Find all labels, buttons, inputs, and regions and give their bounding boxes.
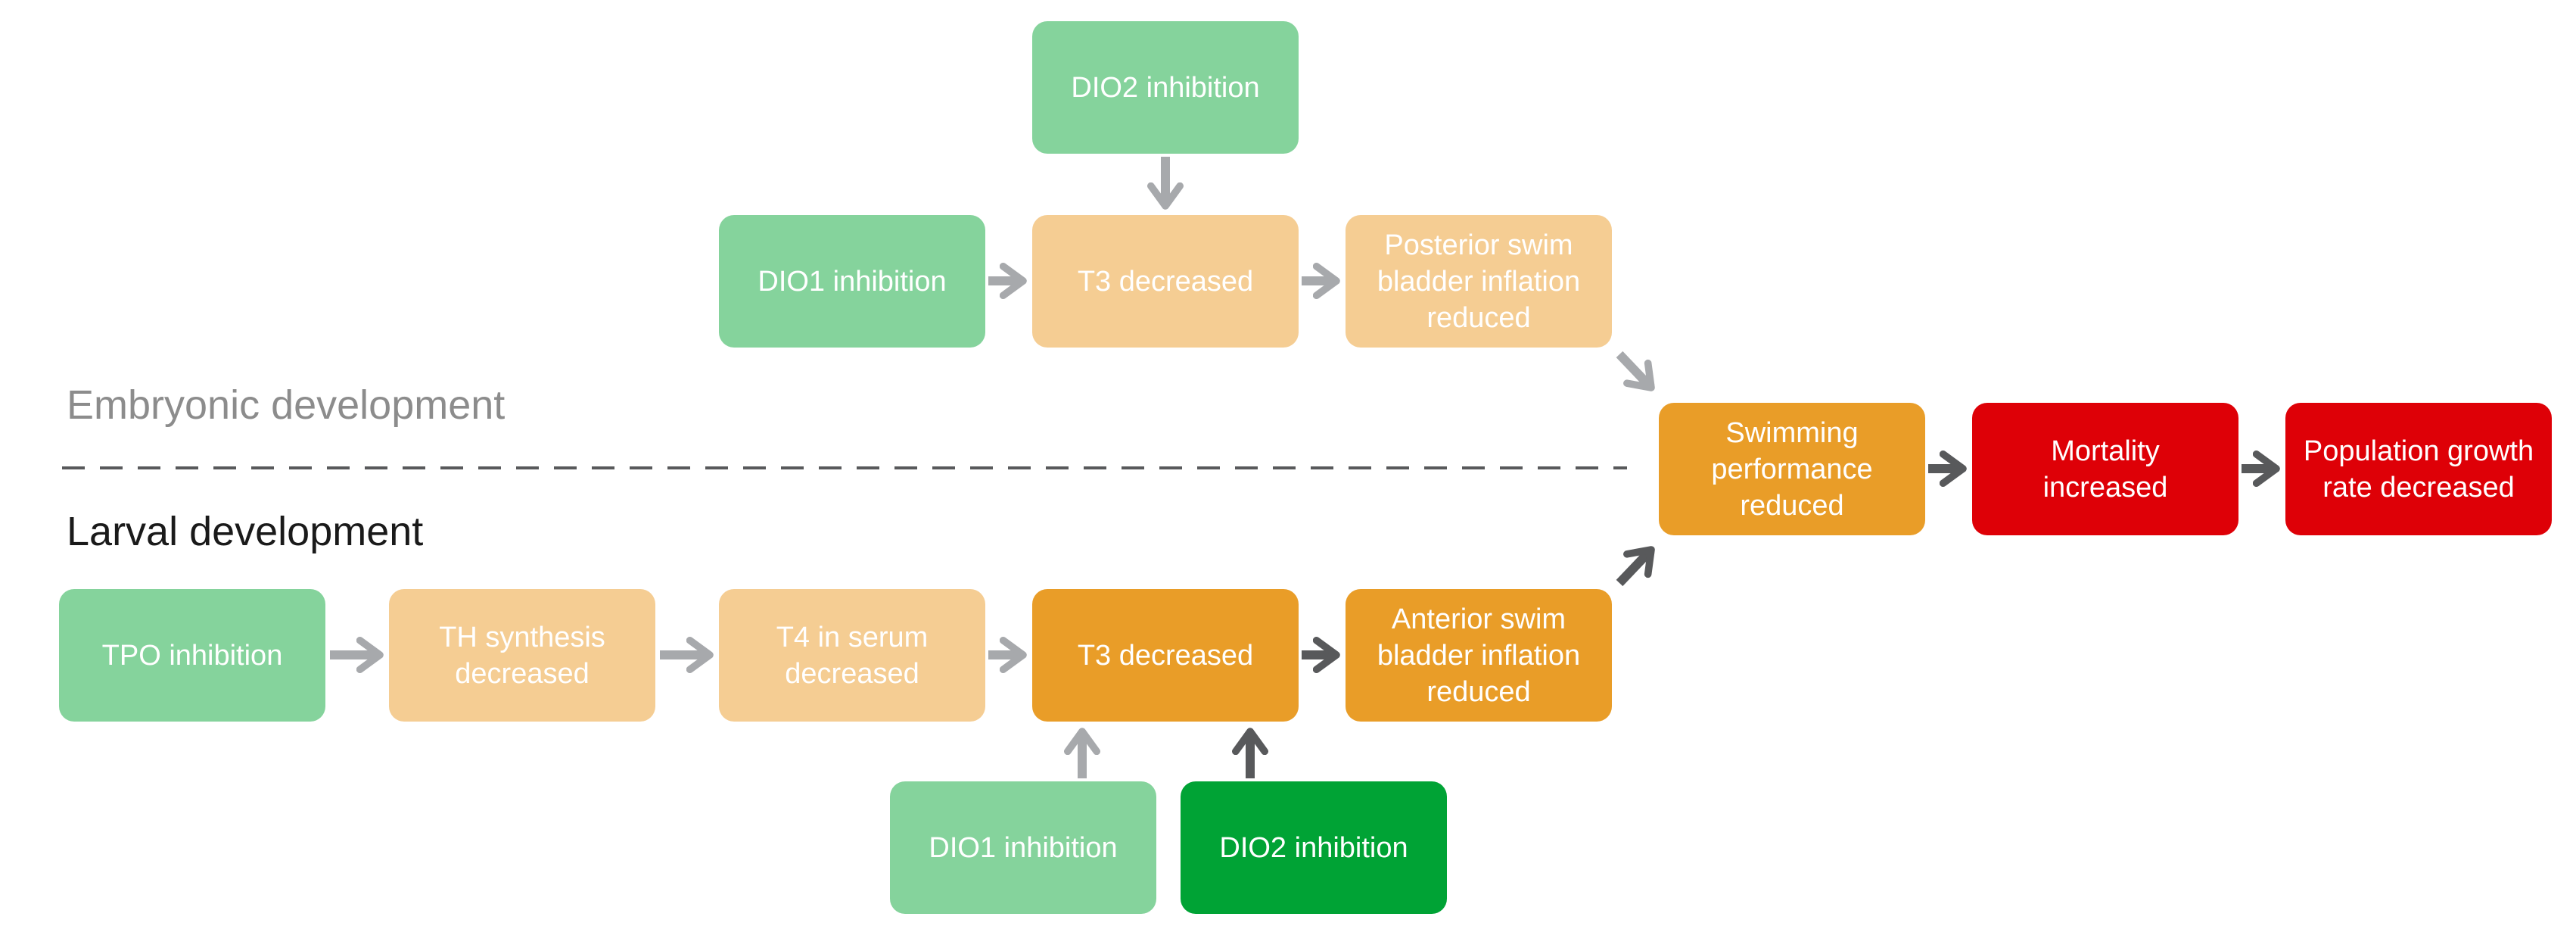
node-dio2-inhibition-embryonic: DIO2 inhibition bbox=[1032, 21, 1299, 154]
node-posterior-swim-bladder: Posterior swim bladder inflation reduced bbox=[1346, 215, 1612, 348]
node-label-line: decreased bbox=[785, 657, 919, 690]
node-dio1-inhibition-larval: DIO1 inhibition bbox=[890, 781, 1156, 914]
arrow-anterior-to-swimming bbox=[1616, 546, 1655, 587]
node-t3-decreased-embryonic: T3 decreased bbox=[1032, 215, 1299, 348]
node-label-line: increased bbox=[2042, 471, 2168, 504]
node-label-line: Anterior swim bbox=[1391, 603, 1566, 635]
node-label-line: performance bbox=[1711, 453, 1873, 485]
node-label: DIO2 inhibition bbox=[1219, 831, 1408, 864]
node-label-line: bladder inflation bbox=[1377, 639, 1581, 672]
node-t4-in-serum: T4 in serum decreased bbox=[719, 589, 985, 722]
node-label-line: reduced bbox=[1426, 301, 1531, 334]
node-label-line: reduced bbox=[1740, 489, 1844, 522]
node-label: DIO2 inhibition bbox=[1071, 71, 1260, 104]
node-label-line: Posterior swim bbox=[1384, 229, 1573, 261]
node-anterior-swim-bladder: Anterior swim bladder inflation reduced bbox=[1346, 589, 1612, 722]
node-label-line: TH synthesis bbox=[439, 621, 605, 653]
node-label-line: Mortality bbox=[2051, 435, 2160, 467]
node-label: DIO1 inhibition bbox=[929, 831, 1118, 864]
node-label-line: rate decreased bbox=[2322, 471, 2515, 504]
node-label-line: T4 in serum bbox=[776, 621, 929, 653]
node-swimming-performance: Swimming performance reduced bbox=[1659, 403, 1925, 535]
larval-section-label: Larval development bbox=[67, 509, 424, 554]
arrow-posterior-to-swimming bbox=[1616, 351, 1655, 391]
node-label-line: Swimming bbox=[1725, 416, 1859, 449]
node-population-growth: Population growth rate decreased bbox=[2285, 403, 2552, 535]
node-label-line: bladder inflation bbox=[1377, 265, 1581, 298]
node-label-line: decreased bbox=[455, 657, 590, 690]
node-label: T3 decreased bbox=[1077, 265, 1254, 298]
node-t3-decreased-larval: T3 decreased bbox=[1032, 589, 1299, 722]
node-label-line: Population growth bbox=[2303, 435, 2534, 467]
node-label: DIO1 inhibition bbox=[758, 265, 947, 298]
node-label-line: reduced bbox=[1426, 675, 1531, 708]
node-dio2-inhibition-larval: DIO2 inhibition bbox=[1181, 781, 1447, 914]
embryonic-section-label: Embryonic development bbox=[67, 382, 506, 428]
node-mortality-increased: Mortality increased bbox=[1972, 403, 2238, 535]
node-tpo-inhibition: TPO inhibition bbox=[59, 589, 325, 722]
node-label: T3 decreased bbox=[1077, 639, 1254, 672]
node-label: TPO inhibition bbox=[101, 639, 283, 672]
node-th-synthesis: TH synthesis decreased bbox=[389, 589, 655, 722]
node-dio1-inhibition-embryonic: DIO1 inhibition bbox=[719, 215, 985, 348]
